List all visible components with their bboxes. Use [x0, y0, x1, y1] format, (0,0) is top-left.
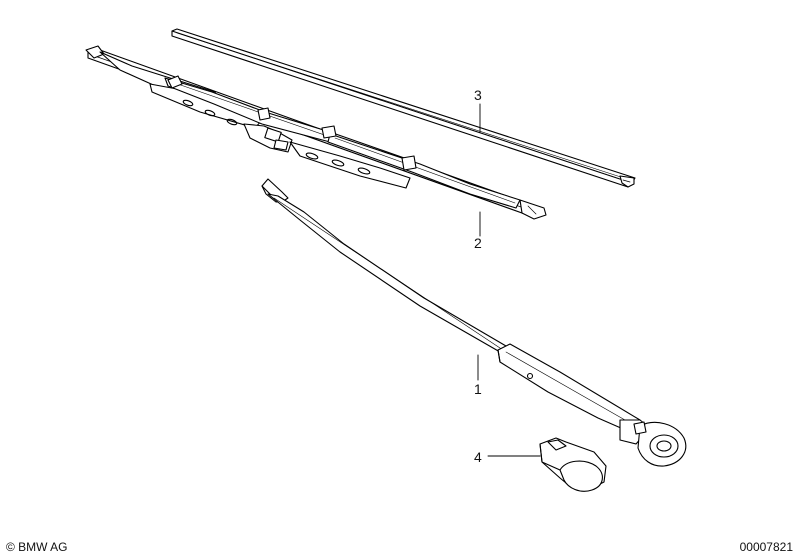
wiper-blade	[85, 45, 547, 220]
callout-1: 1	[474, 381, 482, 397]
wiper-arm	[261, 178, 687, 467]
callout-2: 2	[474, 235, 482, 251]
callout-leaders	[477, 103, 541, 457]
callout-4: 4	[474, 449, 482, 465]
diagram-number: 00007821	[739, 540, 793, 554]
copyright-label: © BMW AG	[6, 540, 68, 554]
callout-3: 3	[474, 87, 482, 103]
wiper-rubber-insert	[171, 28, 636, 188]
cap	[539, 437, 607, 492]
